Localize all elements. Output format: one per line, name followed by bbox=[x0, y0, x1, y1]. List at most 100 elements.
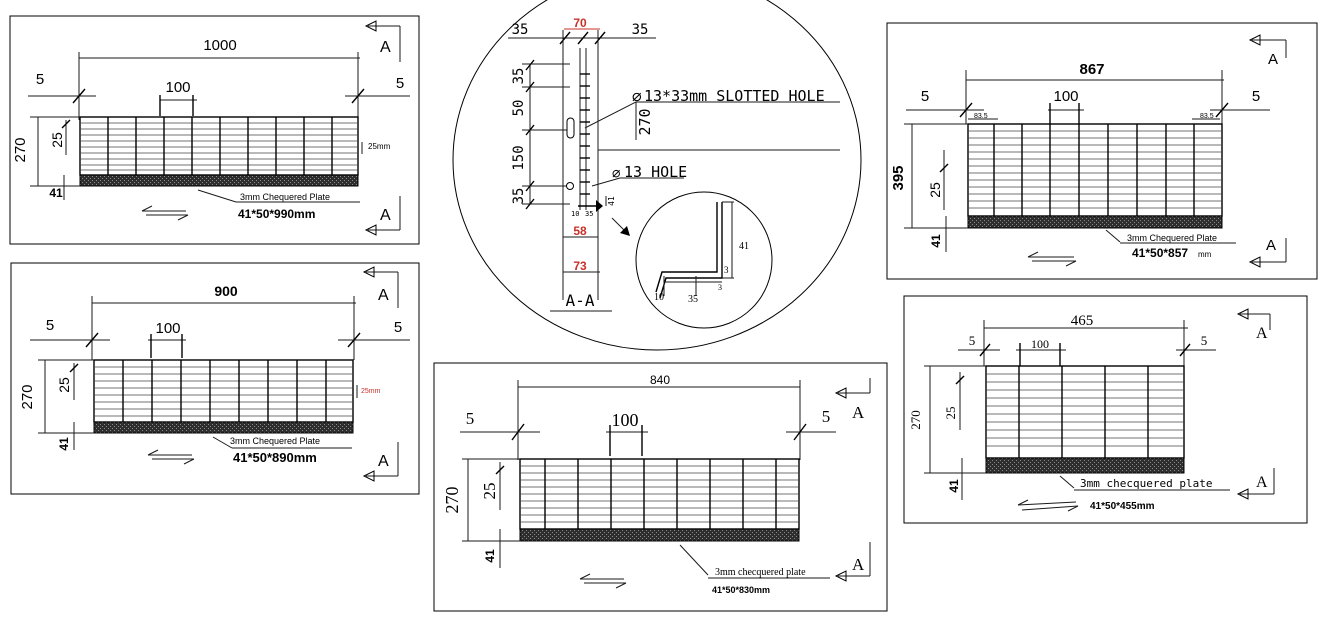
size-label: 41*50*455mm bbox=[1090, 501, 1155, 512]
panel-grating-900: 900 5 5 100 bbox=[10, 262, 420, 495]
plate-height: 41 bbox=[57, 437, 71, 451]
chequered-plate bbox=[519, 528, 800, 542]
size-label: 41*50*890mm bbox=[233, 450, 317, 465]
section-letter: A bbox=[1256, 325, 1268, 342]
end-left: 5 bbox=[36, 71, 44, 88]
bar-height: 25 bbox=[927, 182, 943, 198]
section-title: A-A bbox=[566, 291, 595, 310]
chequered-plate bbox=[967, 215, 1223, 229]
slot-label: 13*33mm SLOTTED HOLE bbox=[644, 87, 825, 105]
end-left: 5 bbox=[46, 317, 54, 334]
end-right: 5 bbox=[394, 319, 402, 336]
foot-b: 35 bbox=[585, 210, 593, 218]
bar-pitch: 100 bbox=[155, 320, 180, 337]
section-marker-top: A bbox=[834, 378, 871, 422]
width-73: 73 bbox=[573, 259, 587, 273]
section-letter: A bbox=[380, 207, 391, 224]
plate-label: 3mm checquered plate bbox=[1080, 477, 1212, 490]
section-letter: A bbox=[378, 287, 389, 304]
grating-body bbox=[93, 359, 354, 434]
section-aa-view: 70 35 35 35 50 150 35 bbox=[452, 0, 862, 351]
overall-length: 900 bbox=[214, 283, 238, 299]
bar-pitch: 100 bbox=[1031, 337, 1049, 351]
height: 270 bbox=[12, 137, 29, 162]
section-marker-bottom: A bbox=[362, 442, 399, 482]
grating-body bbox=[79, 116, 359, 187]
bar-pitch: 100 bbox=[165, 79, 190, 96]
chequered-plate bbox=[985, 457, 1185, 474]
foot-c: 41 bbox=[607, 196, 616, 206]
bar-pitch: 100 bbox=[1053, 88, 1078, 105]
overall-length: 840 bbox=[650, 373, 670, 387]
bar-height: 25 bbox=[480, 483, 499, 500]
offset-left: 83.5 bbox=[974, 113, 988, 120]
detail-circle bbox=[635, 191, 773, 329]
hole-diameter-symbol: ⌀ bbox=[612, 166, 621, 182]
bar-spacing: 25mm bbox=[368, 142, 391, 151]
end-right: 5 bbox=[1252, 88, 1260, 105]
end-left: 5 bbox=[921, 88, 929, 105]
end-right: 5 bbox=[396, 75, 404, 92]
plate-height: 41 bbox=[929, 234, 943, 248]
grating-body bbox=[967, 123, 1223, 229]
section-letter: A bbox=[380, 39, 391, 56]
plate-label: 3mm Chequered Plate bbox=[230, 436, 320, 446]
detail-a: 10 bbox=[654, 292, 664, 303]
grating-body bbox=[985, 365, 1185, 474]
panel-grating-840: 840 5 5 100 bbox=[433, 362, 888, 612]
end-left: 5 bbox=[466, 409, 475, 428]
end-right: 5 bbox=[1201, 333, 1208, 348]
overall-height: 270 bbox=[636, 108, 654, 135]
section-letter: A bbox=[1256, 474, 1268, 491]
size-label: 41*50*990mm bbox=[238, 207, 315, 221]
size-label: 41*50*830mm bbox=[712, 585, 770, 595]
section-marker-bottom: A bbox=[834, 542, 871, 582]
size-label: 41*50*857 bbox=[1132, 246, 1188, 260]
top-right: 35 bbox=[632, 22, 649, 38]
slot-diameter-symbol: ⌀ bbox=[632, 87, 642, 106]
detail-thick-2: 3 bbox=[718, 283, 722, 292]
section-letter: A bbox=[852, 555, 865, 574]
overall-length: 465 bbox=[1071, 313, 1094, 329]
bar-spacing: 25mm bbox=[361, 388, 381, 395]
top-width: 70 bbox=[573, 16, 587, 30]
pitch-d3: 150 bbox=[511, 145, 527, 170]
section-marker-top: A bbox=[1248, 34, 1287, 68]
bar-height: 25 bbox=[943, 407, 958, 420]
section-marker-bottom: A bbox=[1236, 468, 1275, 500]
plate-height: 41 bbox=[947, 479, 961, 493]
plate-label: 3mm Chequered Plate bbox=[240, 192, 330, 202]
panel-grating-867: 867 5 5 100 83.5 83.5 bbox=[886, 22, 1318, 280]
section-marker-top: A bbox=[1236, 308, 1271, 342]
section-marker-bottom: A bbox=[1248, 237, 1287, 268]
section-marker-bottom: A bbox=[364, 196, 401, 236]
end-right: 5 bbox=[822, 407, 831, 426]
round-hole bbox=[566, 182, 574, 190]
detail-profile bbox=[655, 201, 734, 299]
bar-height: 25 bbox=[56, 377, 72, 393]
chequered-plate bbox=[79, 174, 359, 187]
section-letter: A bbox=[378, 453, 389, 470]
section-letter: A bbox=[852, 403, 865, 422]
chequered-plate bbox=[93, 421, 354, 434]
slotted-hole bbox=[566, 117, 575, 139]
height: 270 bbox=[908, 410, 923, 430]
plate-label: 3mm checquered plate bbox=[715, 567, 806, 578]
pitch-d4: 35 bbox=[511, 188, 527, 205]
plate-height: 41 bbox=[483, 549, 497, 563]
section-marker-top: A bbox=[364, 20, 401, 62]
plate-label: 3mm Chequered Plate bbox=[1127, 233, 1217, 243]
height: 270 bbox=[19, 384, 36, 409]
detail-height: 41 bbox=[739, 241, 749, 252]
pitch-d2: 50 bbox=[511, 100, 527, 117]
detail-b: 35 bbox=[688, 294, 698, 305]
top-left: 35 bbox=[512, 22, 529, 38]
height: 395 bbox=[890, 165, 907, 190]
detail-thick-1: 3 bbox=[724, 265, 729, 275]
bar-pitch: 100 bbox=[612, 410, 639, 430]
height: 270 bbox=[442, 487, 462, 514]
section-letter: A bbox=[1266, 237, 1276, 254]
size-unit: mm bbox=[1198, 250, 1212, 259]
overall-length: 1000 bbox=[203, 37, 236, 54]
